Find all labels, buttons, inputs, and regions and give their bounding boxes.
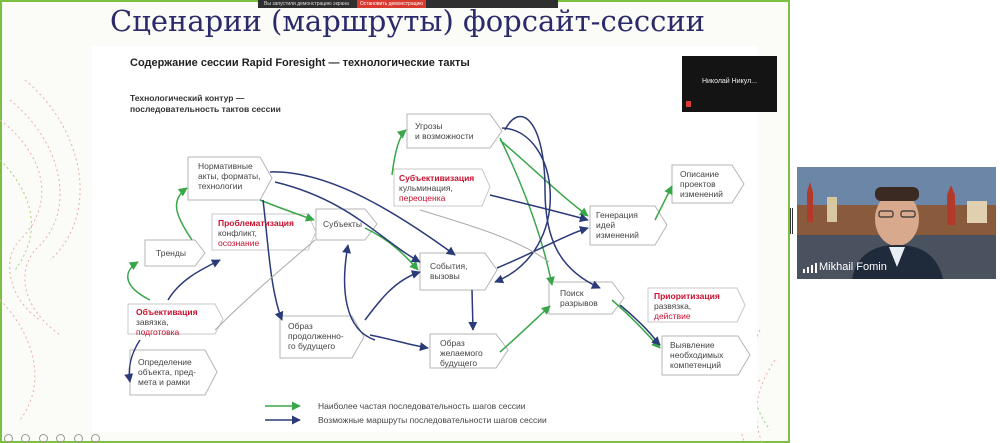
- toolbar-next-icon[interactable]: [21, 434, 31, 443]
- slide-title: Сценарии (маршруты) форсайт-сессии: [110, 4, 705, 38]
- self-video-tile[interactable]: Николай Никул...: [682, 56, 777, 112]
- box-subjects: [315, 208, 378, 241]
- self-video-name: Николай Никул...: [701, 78, 758, 85]
- toolbar-zoom-icon[interactable]: [73, 434, 83, 443]
- participant-video-image: [797, 167, 996, 279]
- node-subjective: Субъективизация кульминация, переоценка: [399, 173, 475, 203]
- toolbar-more-icon[interactable]: [91, 434, 101, 443]
- box-generation: [589, 205, 668, 246]
- box-problem: [211, 213, 317, 251]
- toolbar-pen-icon[interactable]: [38, 434, 48, 443]
- box-description: [671, 164, 745, 204]
- legend-navy: Возможные маршруты последовательности ша…: [318, 415, 547, 425]
- slide-toolbar: [0, 430, 120, 443]
- participant-name: Mikhail Fomin: [819, 261, 887, 273]
- toolbar-slides-icon[interactable]: [56, 434, 66, 443]
- stop-share-button[interactable]: Остановить демонстрацию: [356, 0, 427, 8]
- box-trends: [144, 239, 206, 267]
- box-desired: [429, 333, 509, 369]
- box-definition: [129, 349, 218, 396]
- node-events: События,вызовы: [430, 261, 468, 281]
- box-threats: [406, 113, 503, 149]
- box-norm: [187, 156, 273, 201]
- screen-share-bar: Вы запустили демонстрацию экрана Останов…: [258, 0, 558, 8]
- box-competences: [661, 335, 751, 376]
- mic-muted-icon: [686, 101, 691, 107]
- legend-green: Наиболее частая последовательность шагов…: [318, 401, 526, 411]
- node-trends: Тренды: [156, 248, 186, 258]
- box-prioritize: [647, 287, 746, 323]
- box-extended: [279, 315, 365, 359]
- participant-video-tile[interactable]: Mikhail Fomin: [797, 167, 996, 279]
- node-subjects: Субъекты: [323, 219, 362, 229]
- resize-handle[interactable]: [790, 208, 795, 234]
- box-subjective: [393, 168, 491, 207]
- box-events: [419, 252, 498, 291]
- slide-heading: Содержание сессии Rapid Foresight — техн…: [130, 57, 470, 69]
- diagram-canvas: [124, 113, 751, 425]
- signal-bars-icon: [803, 263, 817, 273]
- node-prioritize: Приоритизация развязка, действие: [654, 291, 720, 321]
- contour-label: Технологический контур — последовательно…: [130, 93, 281, 114]
- node-objectify: Объективация завязка, подготовка: [136, 307, 198, 337]
- share-status: Вы запустили демонстрацию экрана: [264, 1, 349, 7]
- node-problem: Проблематизация конфликт, осознание: [218, 218, 294, 248]
- toolbar-prev-icon[interactable]: [4, 434, 13, 443]
